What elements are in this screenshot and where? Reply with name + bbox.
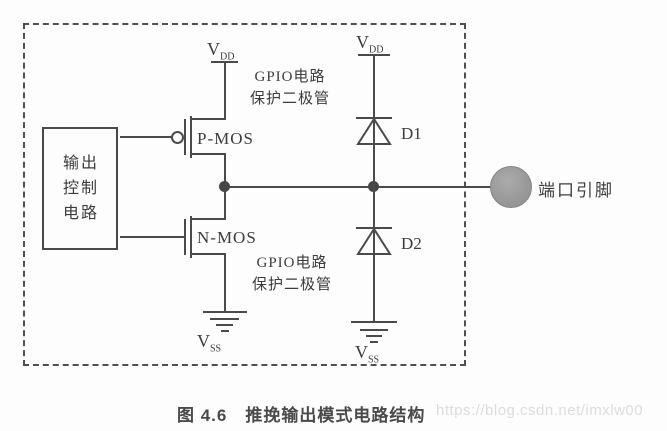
nmos-source-lead [192,253,226,255]
diode-d1-icon [356,118,392,145]
junction-dot-mos-node [219,181,230,192]
wire-pmos-gate [120,136,172,138]
vdd-left-label: VDD [207,39,235,63]
port-pin-circle [490,166,532,208]
diode-d2-icon [356,228,392,255]
vdd-right-label: VDD [356,32,384,56]
figure-caption: 图 4.6 推挽输出模式电路结构 [177,406,426,425]
output-control-label-line1: 输出 [62,155,99,172]
output-control-block: 输出 控制 电路 [42,127,118,250]
ground-left-bar2 [210,318,239,320]
wire-nmos-to-ground [224,255,226,312]
gpio-note-bottom-line1: GPIO电路 [256,255,328,271]
gpio-protection-note-top: GPIO电路 保护二极管 [240,66,340,110]
ground-right-bar1 [351,321,397,323]
wire-output-to-pin [225,186,491,188]
vdd-left-rail-bar [211,61,238,63]
gpio-protection-note-bottom: GPIO电路 保护二极管 [242,252,342,296]
ground-right-bar4 [370,341,378,343]
pmos-gate-bar [184,119,186,155]
ground-left-bar4 [221,330,229,332]
diode-d1-label: D1 [401,124,422,143]
nmos-drain-lead [192,218,226,220]
pmos-gate-bubble-icon [171,131,184,144]
wire-diode-chain [373,56,375,322]
pmos-source-lead [192,118,226,120]
nmos-gate-bar [184,219,186,255]
diode-d2-label: D2 [401,234,422,253]
vss-left-label: VSS [197,331,222,355]
ground-left-bar1 [203,311,247,313]
pmos-label: P-MOS [197,129,254,148]
nmos-channel-bar [190,216,192,258]
vdd-right-rail-bar [358,54,390,56]
vss-right-label: VSS [355,342,380,366]
nmos-label: N-MOS [197,228,257,247]
output-control-label-line2: 控制 [62,180,99,197]
gpio-note-top-line2: 保护二极管 [249,91,330,107]
port-pin-label: 端口引脚 [538,181,614,200]
gpio-note-top-line1: GPIO电路 [254,69,326,85]
watermark-text: https://blog.csdn.net/imxlw00 [436,402,644,419]
ground-right-bar2 [360,329,388,331]
ground-left-bar3 [216,324,233,326]
output-control-label-line3: 电路 [62,205,99,222]
pmos-channel-bar [190,116,192,158]
ground-right-bar3 [366,335,382,337]
pmos-drain-lead [192,153,226,155]
wire-vdd-to-pmos [224,63,226,118]
wire-nmos-gate [120,236,185,238]
gpio-note-bottom-line2: 保护二极管 [251,277,332,293]
chip-boundary-dashed-box [23,23,466,366]
